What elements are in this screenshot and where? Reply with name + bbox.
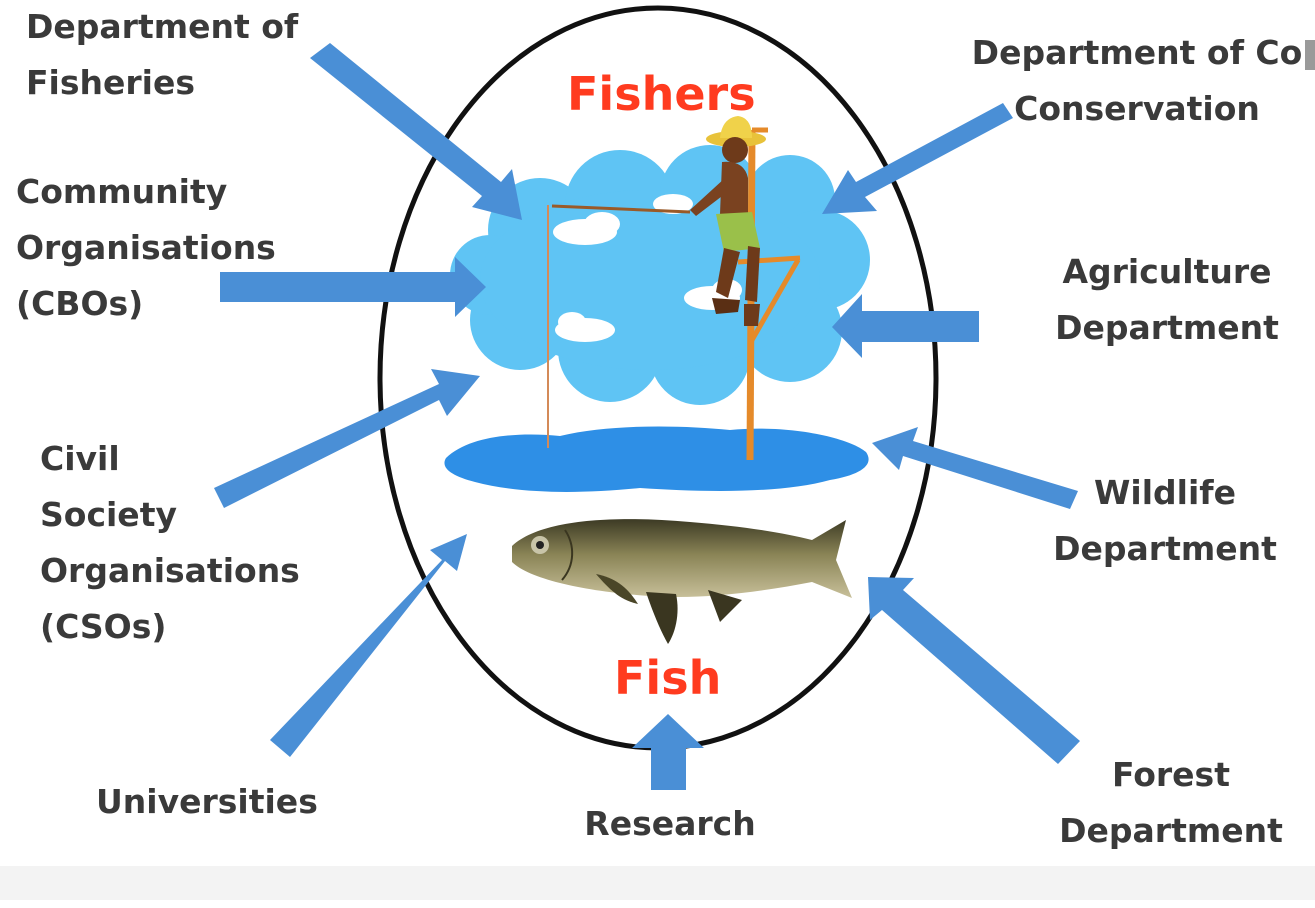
arrows-group xyxy=(214,43,1080,790)
arrow-from-dept-fisheries xyxy=(310,43,522,220)
bottom-band xyxy=(0,866,1315,900)
arrow-from-cbos xyxy=(220,257,486,317)
fisherman-illustration xyxy=(547,116,801,461)
label-forest: Forest Department xyxy=(1059,755,1283,850)
arrow-from-research xyxy=(632,714,704,790)
label-dept-conservation: Department of Co Conservation xyxy=(971,33,1303,128)
arrow-from-csos xyxy=(214,369,480,508)
arrow-from-dept-conservation xyxy=(822,103,1013,214)
label-agriculture: Agriculture Department xyxy=(1055,252,1279,347)
label-cbos: Community Organisations (CBOs) xyxy=(16,172,276,323)
arrow-from-wildlife xyxy=(872,427,1078,509)
label-wildlife: Wildlife Department xyxy=(1053,473,1277,568)
label-csos: Civil Society Organisations (CSOs) xyxy=(40,439,300,646)
water-puddle xyxy=(444,426,869,492)
arrow-from-universities xyxy=(270,534,467,757)
label-universities: Universities xyxy=(96,782,318,821)
arrow-from-agriculture xyxy=(832,294,979,358)
label-dept-fisheries: Department of Fisheries xyxy=(26,7,299,102)
arrow-from-forest xyxy=(868,577,1080,764)
right-edge-mark xyxy=(1305,40,1315,70)
fishers-title: Fishers xyxy=(567,67,756,121)
fish-title: Fish xyxy=(614,651,722,705)
fish-illustration xyxy=(512,519,852,644)
